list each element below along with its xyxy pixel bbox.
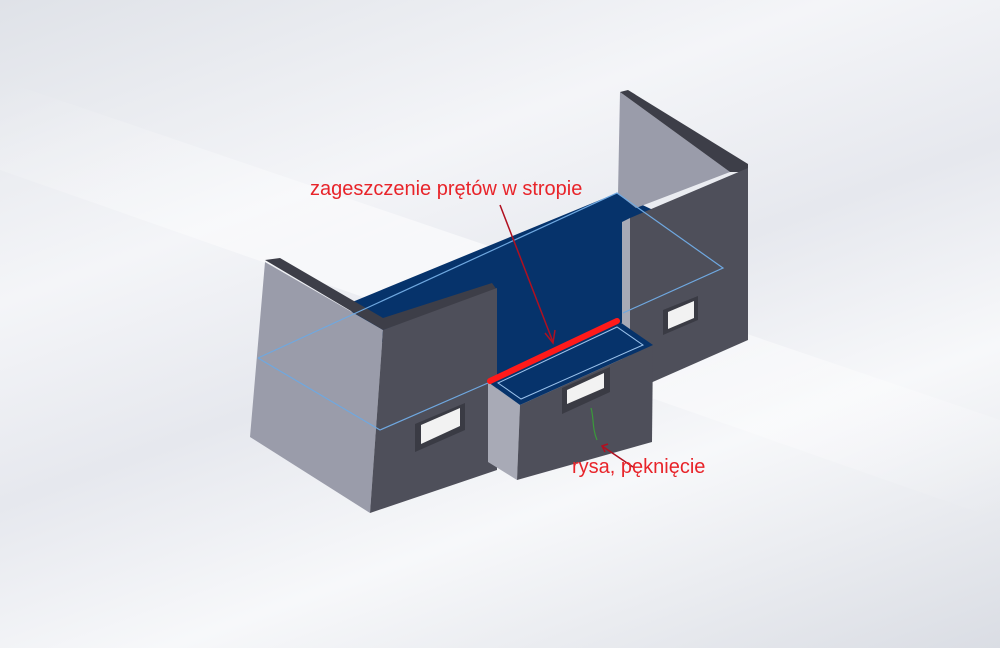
plane-outline-lower bbox=[257, 357, 489, 431]
left-wing-front-face bbox=[370, 288, 497, 513]
top-arrow-head bbox=[544, 329, 556, 345]
left-window-opening bbox=[421, 408, 460, 444]
center-block-top bbox=[488, 320, 653, 405]
crack-line bbox=[590, 407, 598, 441]
top-arrow bbox=[499, 204, 554, 343]
right-wall-top-edge bbox=[620, 90, 748, 172]
left-wing-top-edge bbox=[265, 258, 497, 330]
center-block-side bbox=[488, 382, 520, 480]
left-wing-side-face bbox=[250, 262, 383, 513]
center-block-top-outline bbox=[497, 326, 645, 400]
center-block-front bbox=[517, 345, 653, 480]
bottom-arrow bbox=[601, 445, 634, 468]
rebar-densification-line bbox=[487, 318, 620, 384]
right-back-wall-face bbox=[618, 92, 730, 208]
bottom-arrow-head bbox=[600, 443, 609, 453]
rebar-annotation-label: zageszczenie prętów w stropie bbox=[310, 178, 583, 200]
crack-annotation-label: rysa, pęknięcie bbox=[572, 456, 706, 478]
right-window-opening bbox=[668, 301, 694, 329]
plane-outline bbox=[257, 192, 725, 359]
right-wing-front-face bbox=[630, 168, 748, 392]
center-window-opening bbox=[567, 373, 604, 404]
